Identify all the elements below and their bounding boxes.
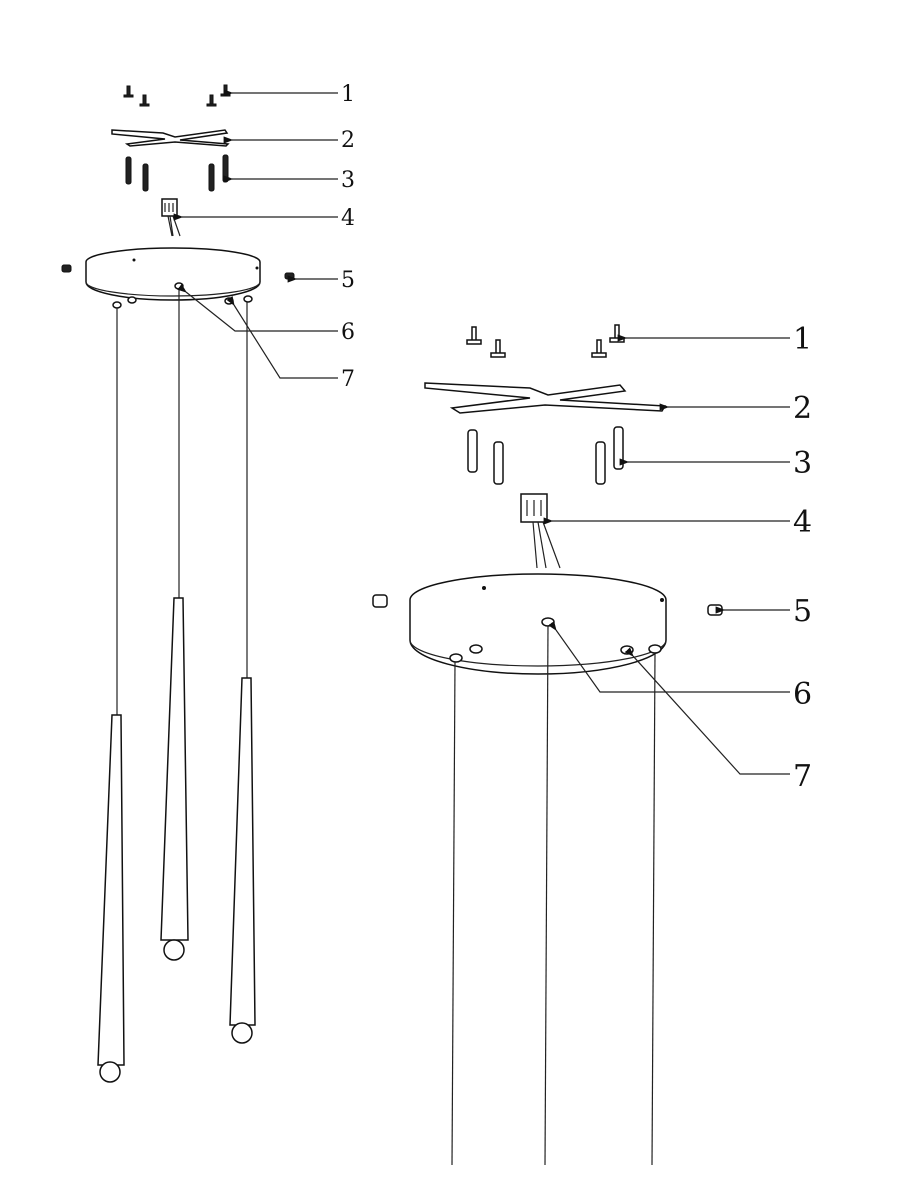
right-diagram: 1 2 3 4 5 6 7: [372, 322, 812, 1166]
mounting-bracket: [424, 382, 667, 414]
left-leader-lines: [173, 89, 338, 379]
right-leader-lines: [543, 334, 790, 775]
canopy: [85, 247, 261, 309]
callout-5: 5: [341, 268, 355, 293]
callout-6: 6: [793, 677, 812, 712]
left-callouts: 1 2 3 4 5 6 7: [341, 82, 355, 392]
callout-6: 6: [341, 320, 355, 345]
callout-3: 3: [341, 168, 355, 193]
callout-1: 1: [341, 82, 355, 107]
screw-set-1: [466, 324, 625, 358]
pendant-shades: [97, 597, 256, 1083]
right-callouts: 1 2 3 4 5 6 7: [793, 322, 812, 794]
terminal-block: [520, 493, 561, 569]
callout-4: 4: [341, 206, 355, 231]
screw-set-1: [123, 84, 231, 107]
pendant-cables: [116, 289, 248, 715]
callout-7: 7: [341, 367, 355, 392]
callout-3: 3: [793, 446, 812, 481]
canopy: [409, 573, 667, 675]
callout-7: 7: [793, 759, 812, 794]
callout-2: 2: [341, 128, 355, 153]
wall-anchors: [467, 426, 624, 485]
callout-2: 2: [793, 391, 812, 426]
callout-5: 5: [793, 594, 812, 629]
terminal-block: [161, 198, 181, 237]
wall-anchors: [125, 154, 229, 192]
callout-4: 4: [793, 505, 812, 540]
callout-1: 1: [793, 322, 812, 357]
mounting-bracket: [111, 129, 230, 147]
left-diagram: 1 2 3 4 5 6 7: [61, 82, 355, 1083]
pendant-cables: [451, 625, 656, 1166]
